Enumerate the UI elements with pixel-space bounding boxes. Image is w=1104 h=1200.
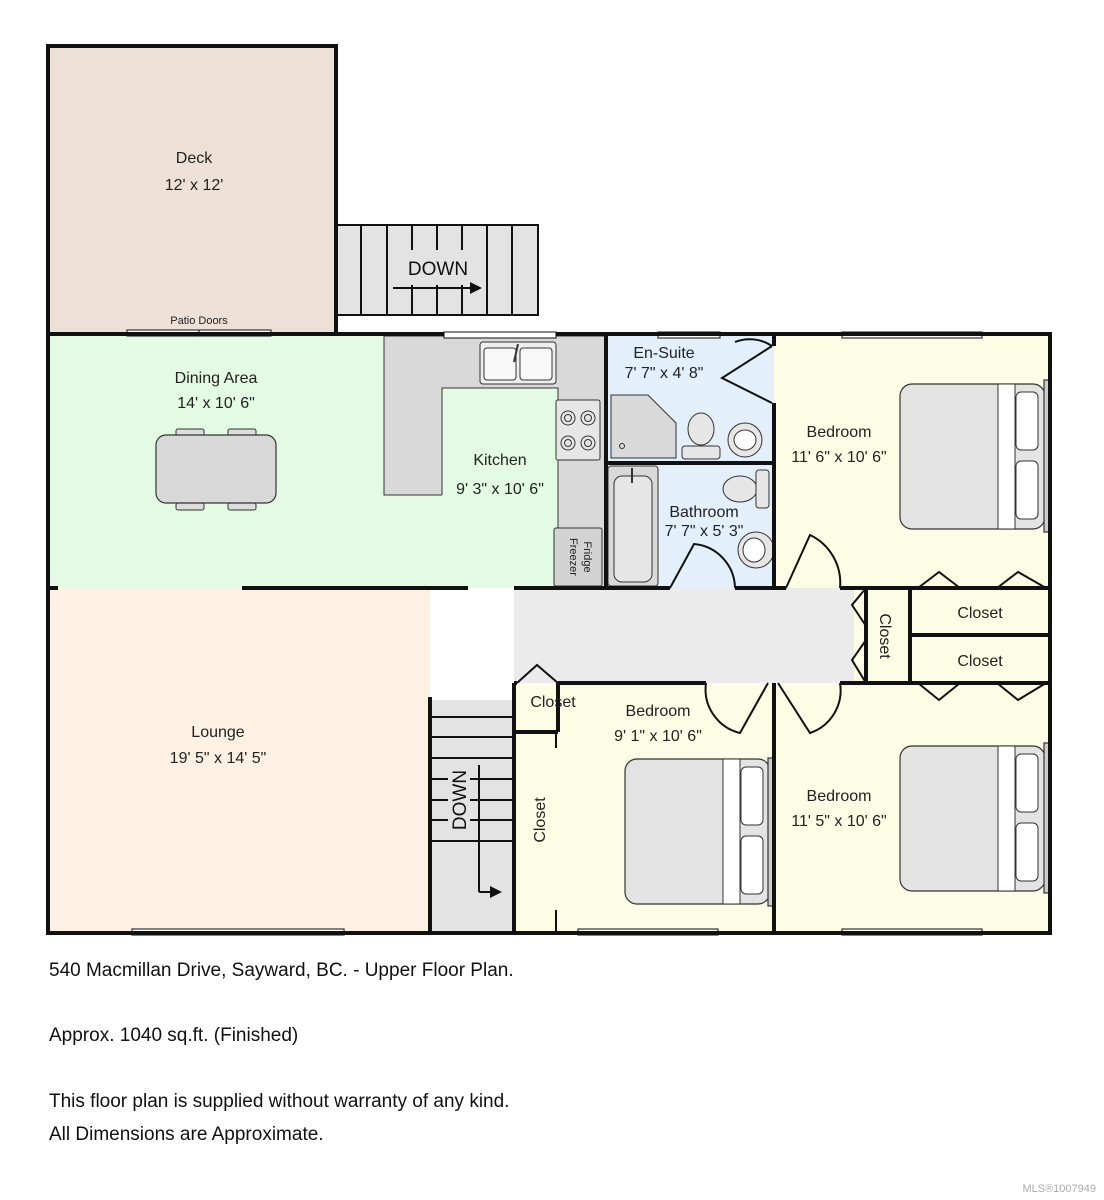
dining-dims: 14' x 10' 6" <box>177 395 255 412</box>
bedroom-s-dims: 9' 1" x 10' 6" <box>614 728 702 745</box>
bedroom-se-dims: 11' 5" x 10' 6" <box>791 813 886 830</box>
bedroom-ne-dims: 11' 6" x 10' 6" <box>791 449 886 466</box>
area-line: Approx. 1040 sq.ft. (Finished) <box>49 1025 299 1046</box>
address-line: 540 Macmillan Drive, Sayward, BC. - Uppe… <box>49 960 514 981</box>
door-swings <box>516 533 1047 735</box>
freezer-label: Freezer <box>567 538 579 576</box>
closet-s-side-label: Closet <box>532 797 549 843</box>
bathroom-name: Bathroom <box>669 504 738 521</box>
lounge-area <box>48 588 430 933</box>
ensuite-dims: 7' 7" x 4' 8" <box>625 365 704 382</box>
dining-table-icon <box>155 428 277 511</box>
arrow-right-icon <box>490 886 502 898</box>
bed-icon <box>899 383 1046 530</box>
deck-name: Deck <box>176 150 213 167</box>
hallway <box>514 588 854 683</box>
lounge-dims: 19' 5" x 14' 5" <box>170 750 267 767</box>
interior-stairs-label: DOWN <box>450 770 471 830</box>
bed-icon <box>624 758 771 905</box>
bedroom-s-name: Bedroom <box>626 703 691 720</box>
kitchen-name: Kitchen <box>473 452 526 469</box>
deck-area <box>48 46 336 334</box>
kitchen-dims: 9' 3" x 10' 6" <box>456 481 544 498</box>
patio-doors-label: Patio Doors <box>170 315 228 327</box>
deck-stairs: DOWN <box>335 224 539 316</box>
closet-s-small-label: Closet <box>530 694 576 711</box>
ensuite-fixtures <box>610 338 773 460</box>
fridge-icon: Fridge Freezer <box>553 527 603 587</box>
bedroom-ne-name: Bedroom <box>807 424 872 441</box>
ensuite-name: En-Suite <box>633 345 694 362</box>
stove-icon <box>555 399 601 461</box>
bathroom-dims: 7' 7" x 5' 3" <box>665 523 744 540</box>
bedroom-se-name: Bedroom <box>807 788 872 805</box>
toilet-icon <box>687 412 715 446</box>
dining-name: Dining Area <box>175 370 258 387</box>
disclaimer-line-2: All Dimensions are Approximate. <box>49 1124 324 1145</box>
bed-icon <box>899 745 1046 892</box>
bathroom-fixtures <box>607 465 775 589</box>
lounge-name: Lounge <box>191 724 244 741</box>
interior-stairs-lines: DOWN <box>431 716 512 898</box>
deck-dims: 12' x 12' <box>165 177 224 194</box>
closet-hall-label: Closet <box>876 613 893 659</box>
closet-ne-upper-label: Closet <box>957 605 1003 622</box>
floor-plan: DOWN Fridge Freezer <box>46 44 1052 936</box>
toilet-icon <box>722 475 758 503</box>
deck-stairs-label: DOWN <box>408 259 468 280</box>
walls <box>46 44 1052 935</box>
mls-watermark: MLS®1007949 <box>1022 1183 1096 1195</box>
closet-ne-lower-label: Closet <box>957 653 1003 670</box>
arrow-right-icon <box>470 282 482 294</box>
disclaimer-line-1: This floor plan is supplied without warr… <box>49 1091 510 1112</box>
kitchen-sink-icon <box>479 341 557 385</box>
interior-stairs <box>430 700 514 933</box>
kitchen-counters: Fridge Freezer <box>383 335 607 589</box>
fridge-label: Fridge <box>581 541 593 572</box>
